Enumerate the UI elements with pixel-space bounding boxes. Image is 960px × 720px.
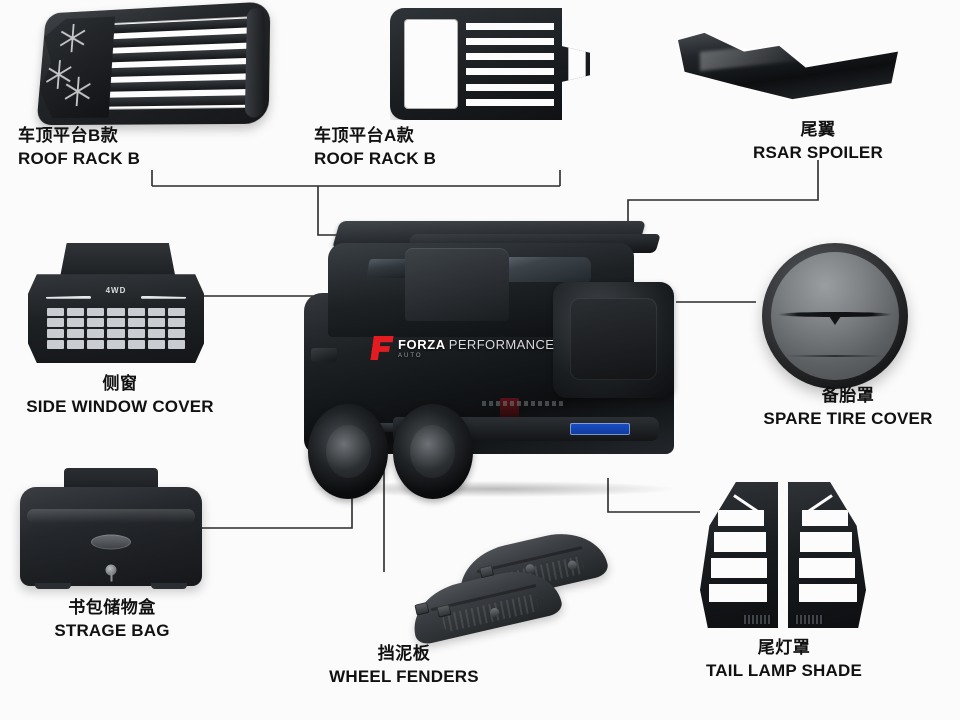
rear-spoiler-image xyxy=(678,30,898,102)
label-wheel-fenders-en: WHEEL FENDERS xyxy=(329,667,479,687)
lock-icon xyxy=(105,564,117,576)
roof-rack-b-image xyxy=(34,1,271,126)
label-spoiler-en: RSAR SPOILER xyxy=(753,143,883,163)
label-roof-rack-b-cn: 车顶平台B款 xyxy=(18,126,119,145)
label-spoiler: 尾翼 RSAR SPOILER xyxy=(718,120,918,163)
label-tail-lamp-shade-en: TAIL LAMP SHADE xyxy=(705,661,862,681)
side-window-cover-image: 4WD xyxy=(28,243,204,363)
tail-lamp-shade-image xyxy=(700,482,866,628)
label-tail-lamp-shade: 尾灯罩 TAIL LAMP SHADE xyxy=(668,638,900,681)
label-roof-rack-a: 车顶平台A款 ROOF RACK B xyxy=(314,126,436,169)
label-side-window-cover: 侧窗 SIDE WINDOW COVER xyxy=(6,374,234,417)
label-roof-rack-b-en: ROOF RACK B xyxy=(18,149,141,169)
vehicle-image xyxy=(288,215,690,499)
label-roof-rack-b: 车顶平台B款 ROOF RACK B xyxy=(18,126,140,169)
label-storage-bag-en: STRAGE BAG xyxy=(54,621,170,641)
roof-rack-a-image xyxy=(390,8,590,120)
label-spare-tire-cover: 备胎罩 SPARE TIRE COVER xyxy=(740,386,956,429)
label-side-window-cover-en: SIDE WINDOW COVER xyxy=(26,397,214,417)
label-wheel-fenders: 挡泥板 WHEEL FENDERS xyxy=(298,644,510,687)
label-side-window-cover-cn: 侧窗 xyxy=(102,374,138,393)
label-tail-lamp-shade-cn: 尾灯罩 xyxy=(757,638,811,657)
storage-bag-image xyxy=(20,468,202,589)
label-storage-bag-cn: 书包储物盒 xyxy=(68,598,156,617)
label-storage-bag: 书包储物盒 STRAGE BAG xyxy=(12,598,212,641)
label-spare-tire-cover-en: SPARE TIRE COVER xyxy=(763,409,933,429)
label-roof-rack-a-cn: 车顶平台A款 xyxy=(314,126,415,145)
side-window-4wd-marking: 4WD xyxy=(105,286,127,296)
label-roof-rack-a-en: ROOF RACK B xyxy=(314,149,437,169)
spare-tire-cover-image xyxy=(762,243,908,389)
storage-bag-badge xyxy=(91,534,131,550)
vehicle-spare-tire xyxy=(553,281,674,399)
wheel-fenders-image xyxy=(404,523,616,660)
label-spare-tire-cover-cn: 备胎罩 xyxy=(821,386,875,405)
label-spoiler-cn: 尾翼 xyxy=(800,120,836,139)
label-wheel-fenders-cn: 挡泥板 xyxy=(377,644,431,663)
license-plate xyxy=(570,423,630,435)
